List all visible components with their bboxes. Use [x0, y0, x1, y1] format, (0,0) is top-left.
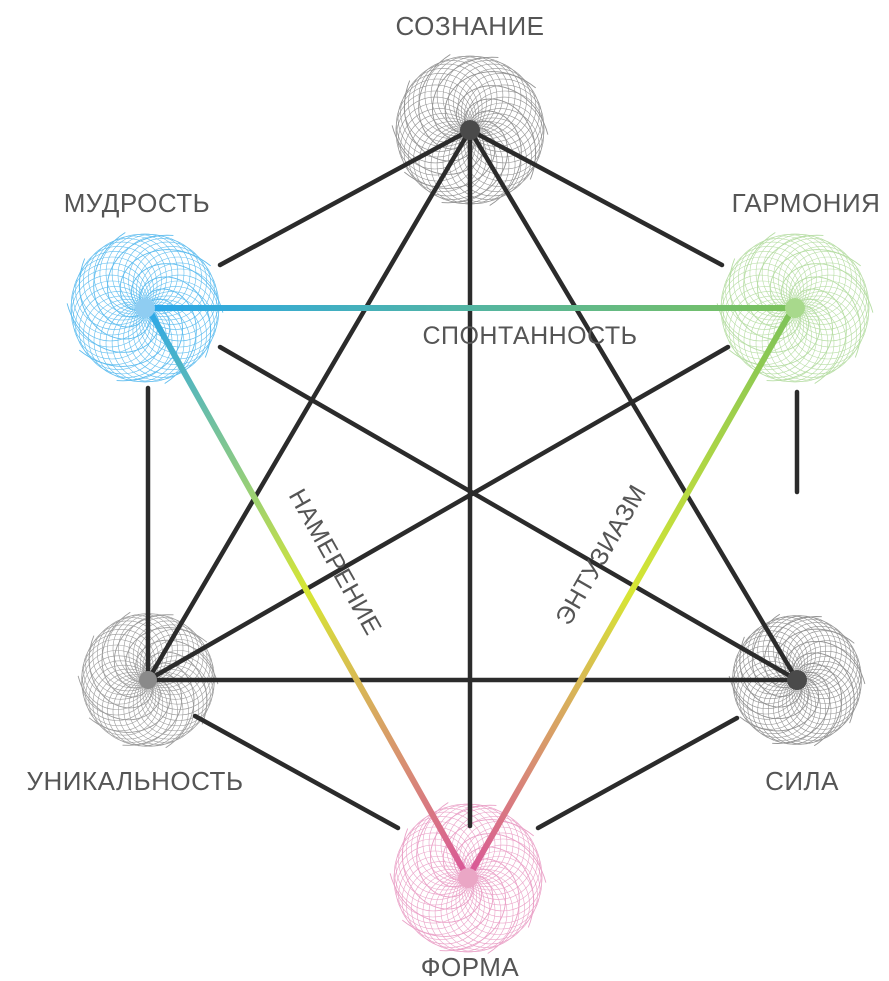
edge-label-entuziazm: ЭНТУЗИАЗМ — [550, 480, 652, 630]
node-label-mudrost: МУДРОСТЬ — [64, 188, 210, 218]
soznanie-node-dot — [460, 120, 480, 140]
garmoniya-node-dot — [785, 298, 805, 318]
node-label-unikalnost: УНИКАЛЬНОСТЬ — [26, 766, 243, 796]
edge-garmoniya-unikalnost — [148, 347, 728, 680]
node-label-forma: ФОРМА — [421, 952, 520, 981]
edge-sila-forma — [538, 718, 737, 828]
node-label-soznanie: СОЗНАНИЕ — [395, 11, 544, 41]
edge-label-spontannost: СПОНТАННОСТЬ — [422, 322, 637, 350]
mudrost-node-dot — [135, 298, 155, 318]
edge-label-namerenie: НАМЕРЕНИЕ — [283, 484, 387, 640]
forma-node-dot — [458, 868, 478, 888]
node-label-garmoniya: ГАРМОНИЯ — [732, 188, 881, 218]
unikalnost-node-dot — [139, 671, 157, 689]
sila-node-dot — [787, 670, 807, 690]
node-label-sila: СИЛА — [765, 766, 839, 796]
